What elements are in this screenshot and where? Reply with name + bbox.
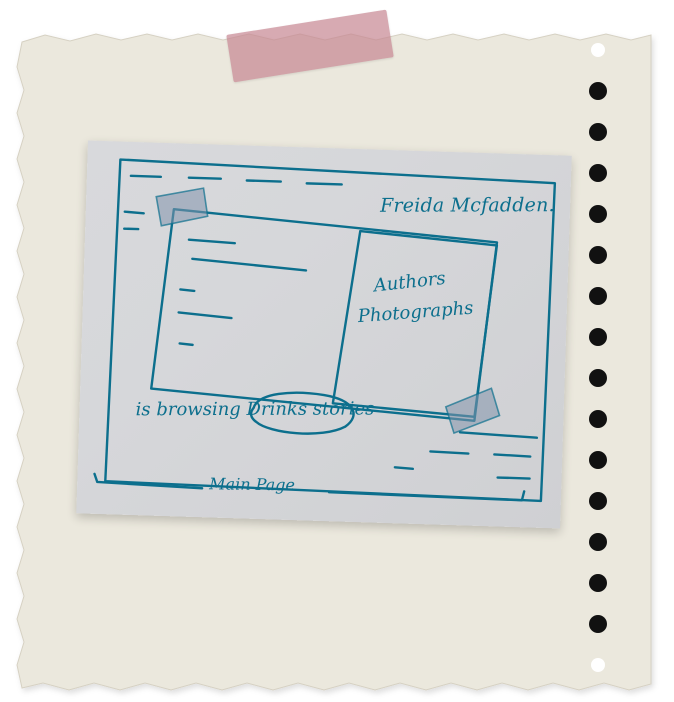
binder-holes bbox=[589, 43, 607, 672]
highlight-oval bbox=[249, 391, 355, 435]
left-mark bbox=[123, 210, 145, 215]
binder-hole-icon bbox=[589, 164, 607, 182]
sketch-photo: Freida Mcfadden. Authors Photographs is … bbox=[76, 140, 572, 529]
binder-hole-icon bbox=[591, 43, 605, 57]
text-line bbox=[179, 288, 196, 293]
detail-line bbox=[429, 450, 470, 455]
detail-line bbox=[493, 453, 532, 458]
user-name-label: Freida Mcfadden. bbox=[380, 194, 555, 217]
sketch-tape-pieces bbox=[155, 187, 501, 435]
binder-hole-icon bbox=[589, 287, 607, 305]
footer-line-left bbox=[93, 472, 204, 490]
sketch-drawing bbox=[93, 158, 557, 503]
header-dash bbox=[245, 179, 282, 183]
binder-hole-icon bbox=[589, 82, 607, 100]
text-line bbox=[191, 257, 308, 272]
binder-hole-icon bbox=[589, 123, 607, 141]
detail-line bbox=[393, 466, 415, 471]
binder-hole-icon bbox=[589, 615, 607, 633]
binder-hole-icon bbox=[591, 658, 605, 672]
detail-line bbox=[458, 431, 539, 439]
binder-hole-icon bbox=[589, 533, 607, 551]
text-line bbox=[178, 342, 194, 347]
tape-strip-icon bbox=[444, 387, 501, 435]
binder-hole-icon bbox=[589, 574, 607, 592]
binder-hole-icon bbox=[589, 492, 607, 510]
binder-hole-icon bbox=[589, 369, 607, 387]
tape-strip-icon bbox=[155, 187, 209, 227]
text-line bbox=[187, 238, 237, 245]
binder-hole-icon bbox=[589, 410, 607, 428]
header-dash bbox=[129, 174, 163, 178]
outer-frame bbox=[104, 158, 557, 503]
header-dash bbox=[305, 182, 343, 186]
image-box bbox=[331, 229, 499, 418]
text-line bbox=[177, 311, 233, 320]
binder-hole-icon bbox=[589, 205, 607, 223]
binder-hole-icon bbox=[589, 451, 607, 469]
detail-line bbox=[496, 476, 531, 480]
header-dash bbox=[187, 176, 223, 180]
binder-hole-icon bbox=[589, 246, 607, 264]
binder-hole-icon bbox=[589, 328, 607, 346]
footer-line-right bbox=[327, 490, 526, 502]
browsing-story-text: is browsing Drinks stories bbox=[135, 398, 375, 421]
main-page-label: Main Page bbox=[209, 474, 296, 495]
